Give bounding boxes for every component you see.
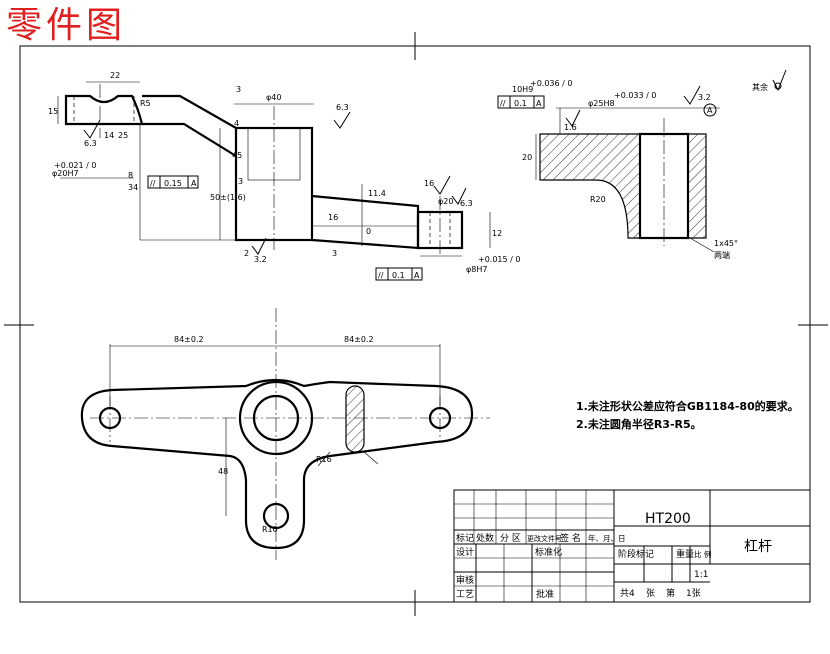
tb-change-doc: 更改文件号 bbox=[527, 534, 562, 543]
note-2: 2.未注圆角半径R3-R5。 bbox=[576, 417, 702, 431]
dim-8: 8 bbox=[128, 171, 133, 180]
dim-48: 48 bbox=[218, 467, 228, 476]
dim-3b: 3 bbox=[238, 177, 243, 186]
title-block: 标记 处数 分 区 更改文件号 签 名 年、月、日 设计 标准化 审核 工艺 批… bbox=[453, 489, 811, 603]
dim-50: 50±(1.6) bbox=[210, 193, 246, 202]
tb-mark: 标记 bbox=[456, 532, 474, 544]
drawing-frame bbox=[4, 32, 828, 616]
tb-ratio: 比 例 bbox=[694, 549, 711, 559]
dim-15: 15 bbox=[48, 107, 58, 116]
tb-total: 共4 bbox=[620, 588, 635, 599]
parallel-tol-1: 0.15 bbox=[164, 179, 182, 188]
dim-12: 12 bbox=[492, 229, 502, 238]
dim-45: 45 bbox=[232, 151, 242, 160]
parallel-ref-3: A bbox=[536, 99, 542, 108]
tb-approve: 批准 bbox=[536, 588, 554, 600]
tb-review: 审核 bbox=[456, 574, 474, 586]
dim-3c: 3 bbox=[332, 249, 337, 258]
dim-phi20: φ20H7 bbox=[52, 169, 79, 178]
dim-phi20-tol: +0.021 / 0 bbox=[54, 161, 96, 170]
parallel-symbol-3: // bbox=[500, 99, 506, 108]
dim-r20: R20 bbox=[590, 195, 606, 204]
page-title: 零件图 bbox=[6, 5, 127, 46]
roughness-6-3-a: 6.3 bbox=[84, 139, 97, 148]
roughness-other-label: 其余 bbox=[752, 82, 768, 92]
datum-a: A bbox=[707, 106, 713, 115]
technical-notes: 1.未注形状公差应符合GB1184-80的要求。 2.未注圆角半径R3-R5。 bbox=[576, 399, 799, 431]
dim-r16: R16 bbox=[316, 455, 332, 464]
dim-25: 25 bbox=[118, 131, 128, 140]
tb-part-name: 杠杆 bbox=[744, 539, 772, 555]
tb-count: 处数 bbox=[476, 532, 494, 544]
dim-11: 11.4 bbox=[368, 189, 386, 198]
parallel-symbol-2: // bbox=[378, 271, 384, 280]
dim-20: 20 bbox=[522, 153, 532, 162]
dim-22: 22 bbox=[110, 71, 120, 80]
dim-16b: 16 bbox=[424, 179, 434, 188]
tb-weight: 重量 bbox=[676, 548, 694, 560]
tb-material: HT200 bbox=[645, 511, 691, 527]
tb-sheets: 张 bbox=[646, 588, 655, 599]
front-view: 22 15 R5 6.3 14 25 φ40 4 6.3 3 45 50±(1.… bbox=[48, 71, 520, 281]
dim-phi8-tol: +0.015 / 0 bbox=[478, 255, 520, 264]
roughness-other: 其余 bbox=[752, 69, 787, 92]
dim-10h9-tol: +0.036 / 0 bbox=[530, 79, 572, 88]
roughness-6-3-b: 6.3 bbox=[336, 103, 349, 112]
dim-84-right: 84±0.2 bbox=[344, 335, 374, 344]
dim-3: 3 bbox=[236, 85, 241, 94]
dim-16: 16 bbox=[328, 213, 338, 222]
section-view: 10H9 +0.036 / 0 // 0.1 A 1.6 φ25H8 +0.03… bbox=[497, 79, 738, 260]
note-1: 1.未注形状公差应符合GB1184-80的要求。 bbox=[576, 399, 799, 413]
dim-r5: R5 bbox=[140, 99, 151, 108]
dim-0: 0 bbox=[366, 227, 371, 236]
parallel-tol-3: 0.1 bbox=[514, 99, 527, 108]
tb-sheet-no: 第 bbox=[666, 587, 675, 599]
dim-chamfer: 1x45° bbox=[714, 239, 738, 248]
roughness-6-3-c: 6.3 bbox=[460, 199, 473, 208]
parallel-ref-2: A bbox=[414, 271, 420, 280]
top-view: 84±0.2 84±0.2 48 R10 R16 bbox=[80, 308, 490, 560]
tb-process: 工艺 bbox=[456, 589, 474, 600]
tb-design: 设计 bbox=[456, 546, 474, 558]
tb-signature: 签 名 bbox=[560, 532, 581, 544]
dim-34: 34 bbox=[128, 183, 138, 192]
dim-1-6: 1.6 bbox=[564, 123, 577, 132]
dim-14: 14 bbox=[104, 131, 114, 140]
tb-sheet-count: 1张 bbox=[686, 588, 701, 599]
dim-phi25: φ25H8 bbox=[588, 99, 615, 108]
dim-phi40: φ40 bbox=[266, 93, 281, 102]
parallel-ref-1: A bbox=[191, 179, 197, 188]
roughness-3-2-b: 3.2 bbox=[698, 93, 711, 102]
dim-phi8: φ8H7 bbox=[466, 265, 487, 274]
dim-phi25-tol: +0.033 / 0 bbox=[614, 91, 656, 100]
dim-2a: 2 bbox=[244, 249, 249, 258]
tb-stage-mark: 阶段标记 bbox=[618, 548, 654, 560]
dim-r10: R10 bbox=[262, 525, 278, 534]
dim-both-ends: 两端 bbox=[714, 250, 730, 260]
tb-date: 年、月、日 bbox=[588, 533, 626, 543]
dim-84-left: 84±0.2 bbox=[174, 335, 204, 344]
tb-zone: 分 区 bbox=[500, 533, 521, 544]
dim-4: 4 bbox=[234, 119, 239, 128]
tb-scale: 1:1 bbox=[694, 570, 708, 580]
roughness-3-2: 3.2 bbox=[254, 255, 267, 264]
parallel-tol-2: 0.1 bbox=[392, 271, 405, 280]
dim-phi20b: φ20 bbox=[438, 197, 453, 206]
dim-10h9: 10H9 bbox=[512, 85, 533, 94]
tb-standardize: 标准化 bbox=[535, 546, 562, 558]
parallel-symbol-1: // bbox=[150, 179, 156, 188]
